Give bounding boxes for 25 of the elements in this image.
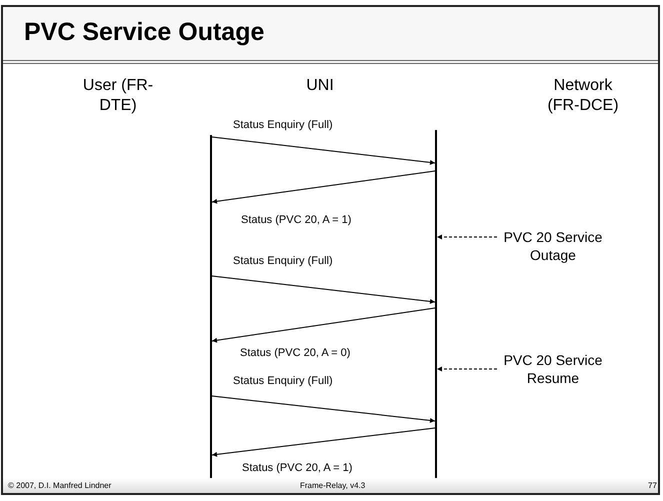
footer-text: Frame-Relay, v4.3 bbox=[300, 481, 366, 490]
message-arrow bbox=[212, 396, 436, 423]
edge-label: Status (PVC 20, A = 0) bbox=[240, 346, 350, 360]
lifeline bbox=[435, 130, 437, 478]
slide-title: PVC Service Outage bbox=[24, 18, 264, 47]
message-arrow bbox=[212, 308, 436, 343]
page-number: 77 bbox=[648, 481, 657, 490]
edge-label: Status Enquiry (Full) bbox=[233, 374, 333, 388]
edge-label: Status Enquiry (Full) bbox=[233, 118, 333, 132]
message-arrow bbox=[212, 276, 436, 304]
lifeline bbox=[210, 135, 212, 478]
interface-label: UNI bbox=[305, 76, 335, 96]
copyright-text: © 2007, D.I. Manfred Lindner bbox=[8, 481, 112, 490]
annotation-text: PVC 20 Service Resume bbox=[497, 351, 609, 387]
dashed-arrow bbox=[436, 366, 498, 372]
participant-label: User (FR-DTE) bbox=[82, 76, 154, 116]
message-arrow bbox=[212, 170, 436, 204]
edge-label: Status Enquiry (Full) bbox=[233, 254, 333, 268]
annotation-text: PVC 20 Service Outage bbox=[497, 228, 609, 264]
edge-label: Status (PVC 20, A = 1) bbox=[241, 213, 352, 227]
dashed-arrow bbox=[436, 234, 498, 240]
message-arrow bbox=[212, 136, 436, 165]
message-arrow bbox=[212, 428, 436, 457]
participant-label: Network (FR-DCE) bbox=[546, 76, 620, 116]
edge-label: Status (PVC 20, A = 1) bbox=[242, 461, 352, 475]
